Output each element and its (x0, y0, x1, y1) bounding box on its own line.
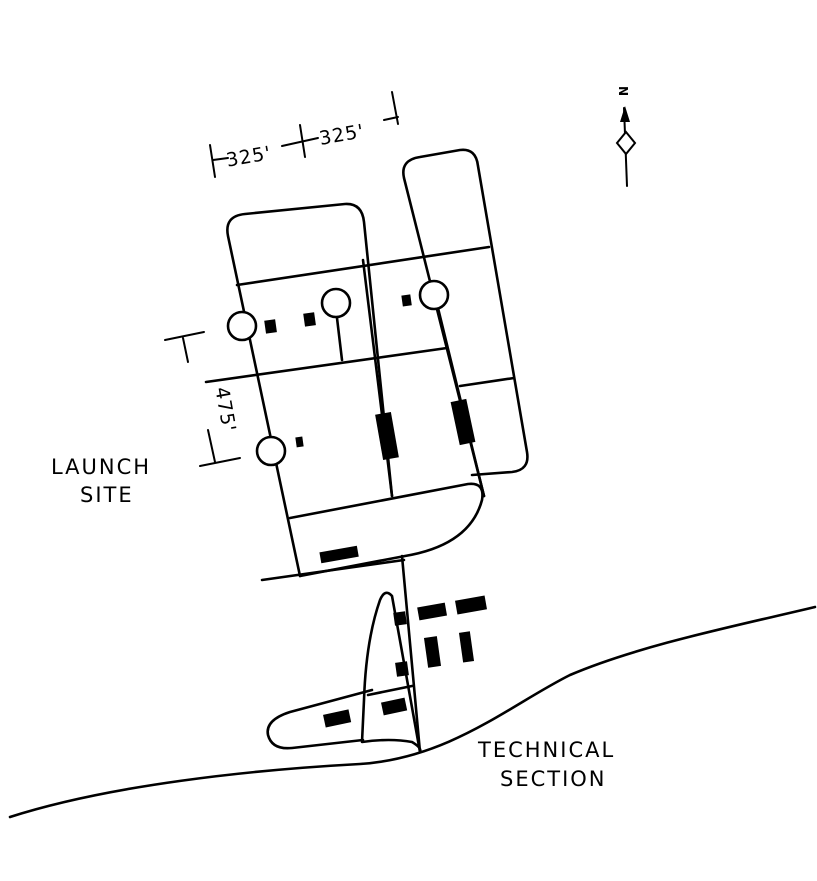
launch-area-right-outline (402, 148, 529, 498)
road-pad-stub (335, 316, 344, 362)
launch-site-label-line1: LAUNCH (51, 455, 151, 479)
cross-road-3 (458, 376, 516, 388)
height-dimension-label: 475' (210, 385, 240, 434)
tech-building-8 (381, 697, 408, 716)
width-dimension-left: 325' (225, 142, 274, 172)
tech-building-5 (423, 636, 442, 668)
building-small-1 (264, 319, 277, 334)
base-road (260, 558, 406, 582)
tech-building-4 (395, 661, 409, 677)
launch-site-label-line2: SITE (80, 483, 134, 507)
tech-building-7 (323, 709, 352, 728)
building-small-3 (401, 294, 412, 307)
tech-building-3 (455, 595, 487, 615)
launch-area-left-outline (226, 202, 394, 578)
building-long-1 (375, 411, 399, 461)
technical-section-label-line2: SECTION (500, 767, 607, 791)
launch-apron-outline (288, 482, 484, 578)
width-dimension (209, 91, 399, 178)
height-dimension (164, 331, 241, 467)
north-arrow-icon (615, 106, 637, 187)
launch-pad-2 (320, 287, 352, 319)
tech-building-6 (458, 631, 475, 663)
road-center (361, 258, 394, 498)
cross-road-2 (204, 346, 449, 384)
access-road (400, 554, 422, 754)
technical-wing-outline (266, 688, 374, 750)
building-long-2 (450, 398, 476, 446)
launch-pad-1 (226, 310, 258, 342)
north-arrow-letter: N (616, 86, 630, 96)
tech-building-2 (417, 602, 448, 621)
building-small-2 (303, 312, 316, 327)
technical-section-outline (360, 591, 422, 754)
launch-pad-4 (255, 435, 287, 467)
building-apron (319, 545, 359, 564)
width-dimension-right: 325' (318, 120, 367, 150)
technical-section-label-line1: TECHNICAL (477, 738, 615, 762)
technical-cross-road (366, 684, 414, 697)
building-small-4 (295, 436, 304, 448)
tech-building-1 (393, 611, 407, 626)
terrain-line (8, 605, 817, 819)
launch-pad-3 (418, 279, 450, 311)
